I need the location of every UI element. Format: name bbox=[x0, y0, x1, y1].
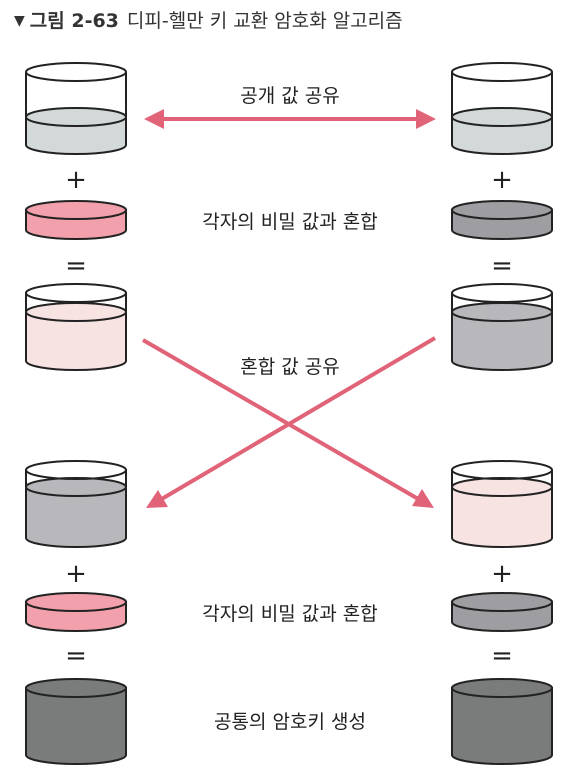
plus-sign-right-1: + bbox=[491, 165, 513, 195]
figure-caption: ▼그림 2-63 디피-헬만 키 교환 암호화 알고리즘 bbox=[14, 6, 403, 33]
public-value-cup-left bbox=[25, 62, 127, 155]
equals-sign-left-1: = bbox=[65, 251, 87, 281]
received-mix-cup-left bbox=[25, 460, 127, 548]
common-key-cylinder-right bbox=[451, 678, 553, 765]
label-common-key: 공통의 암호키 생성 bbox=[214, 711, 366, 733]
received-mix-cup-right bbox=[451, 460, 553, 548]
plus-sign-left-2: + bbox=[65, 559, 87, 589]
plus-sign-right-2: + bbox=[491, 559, 513, 589]
equals-sign-left-2: = bbox=[65, 641, 87, 671]
label-mix-secret-1: 각자의 비밀 값과 혼합 bbox=[202, 211, 377, 233]
common-key-cylinder-left bbox=[25, 678, 127, 765]
label-share-mixed: 혼합 값 공유 bbox=[240, 356, 339, 378]
caption-marker: ▼ bbox=[14, 13, 25, 29]
figure-title: 디피-헬만 키 교환 암호화 알고리즘 bbox=[126, 10, 403, 32]
public-value-cup-right bbox=[451, 62, 553, 155]
secret-disc-right-1 bbox=[451, 200, 553, 240]
plus-sign-left-1: + bbox=[65, 165, 87, 195]
equals-sign-right-1: = bbox=[491, 251, 513, 281]
secret-disc-right-2 bbox=[451, 592, 553, 632]
arrow-mixed-share-to-right bbox=[141, 338, 434, 508]
label-mix-secret-2: 각자의 비밀 값과 혼합 bbox=[202, 603, 377, 625]
mixed-cup-right bbox=[451, 283, 553, 371]
arrow-public-share bbox=[144, 109, 436, 129]
figure-number: 그림 2-63 bbox=[29, 10, 119, 32]
mixed-cup-left bbox=[25, 283, 127, 371]
secret-disc-left-1 bbox=[25, 200, 127, 240]
equals-sign-right-2: = bbox=[491, 641, 513, 671]
label-share-public: 공개 값 공유 bbox=[240, 85, 339, 107]
arrow-mixed-share-to-left bbox=[146, 336, 437, 508]
secret-disc-left-2 bbox=[25, 592, 127, 632]
